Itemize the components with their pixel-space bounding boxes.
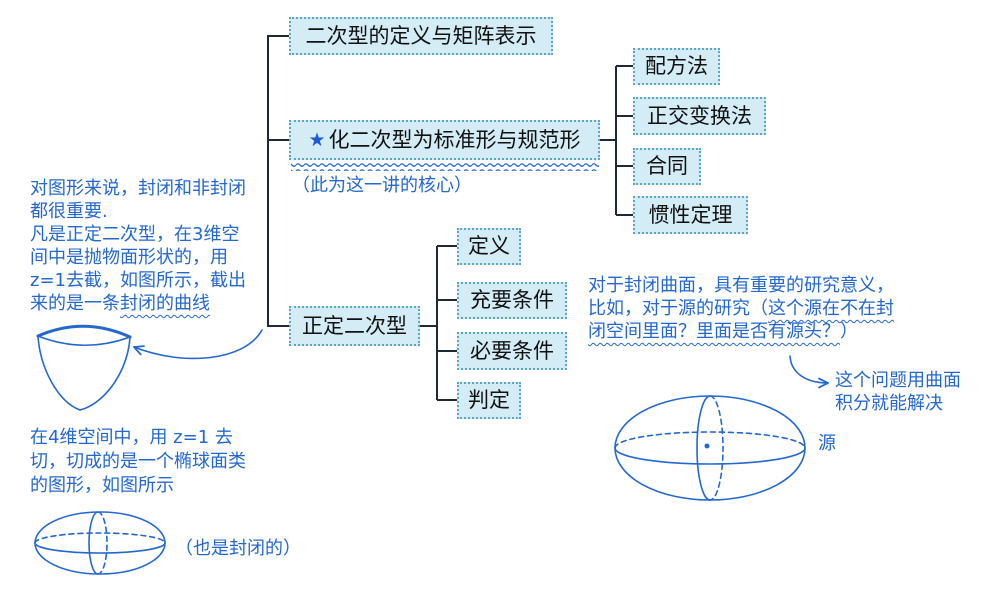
method-label: 惯性定理 [648,202,733,227]
root-trunk-line [267,35,289,327]
wavy-underline-row-2 [291,165,599,171]
topic-positive-definite-box: 正定二次型 [289,306,420,346]
positive-definite-item-box: 定义 [457,228,521,265]
core-wavy-underline [291,161,599,171]
note-text: 来的是一条 [30,293,120,314]
note-line: 这个问题用曲面 [835,370,961,391]
topic-definition-box: 二次型的定义与矩阵表示 [289,17,553,55]
note-line: z=1去截，如图所示，截出 [30,270,246,291]
note-line: 在4维空间中，用 z=1 去 [30,427,233,448]
surface-integral-note: 这个问题用曲面 积分就能解决 [835,369,961,415]
note-line: 来的是一条封闭的曲线 [30,292,246,315]
closed-surface-note: 对于封闭曲面，具有重要的研究意义， 比如，对于源的研究（这个源在不在封 闭空间里… [588,274,894,343]
small-ellipsoid-drawing [34,511,166,575]
small-ellipsoid-equator-back [34,532,166,544]
small-ellipsoid-equator-front [34,542,166,554]
source-point [704,443,710,449]
topic-standard-form-box: ★ 化二次型为标准形与规范形 [289,120,600,160]
paraboloid-pointer-arrow [133,329,263,360]
note-line: 比如，对于源的研究（这个源在不在封 [588,297,894,320]
note-line: 都很重要. [30,201,108,222]
method-box: 正交变换法 [633,97,766,135]
method-box: 配方法 [633,48,720,85]
method-box: 惯性定理 [633,196,748,234]
positive-definite-item-box: 必要条件 [457,332,567,370]
note-emphasis: 封闭的曲线 [120,293,210,314]
large-ellipsoid-meridian-front [696,395,711,501]
ellipsoid-closed-note: （也是封闭的） [175,538,301,559]
topic-definition-label: 二次型的定义与矩阵表示 [305,23,537,48]
positive-definite-item-label: 充要条件 [470,288,554,312]
paraboloid-rim-back [36,324,132,339]
large-ellipsoid-outline [614,395,806,501]
note-emphasis: 闭空间里面？里面是否有源头？ [588,321,840,342]
note-line: 对图形来说，封闭和非封闭 [30,178,246,199]
note-line: 对于封闭曲面，具有重要的研究意义， [588,275,894,296]
large-ellipsoid-meridian-back [709,395,724,501]
positive-definite-item-label: 必要条件 [470,338,554,363]
positive-definite-item-label: 定义 [468,234,510,258]
mindmap-connectors [267,35,633,401]
small-ellipsoid-meridian-front [88,511,99,575]
star-icon: ★ [308,128,326,151]
ellipsoid-note: 在4维空间中，用 z=1 去 切，切成的是一个椭球面类 的图形，如图所示 [30,426,246,498]
positive-definite-item-label: 判定 [468,388,510,412]
note-line: 的图形，如图所示 [30,475,174,496]
paraboloid-drawing [36,324,132,411]
topic-standard-form-label: 化二次型为标准形与规范形 [328,127,581,152]
topic-positive-definite-label: 正定二次型 [302,313,407,338]
method-label: 合同 [646,154,688,178]
small-ellipsoid-outline [34,511,166,575]
items-trunk-line [420,246,438,400]
large-ellipsoid-equator-back [614,431,806,449]
note-text: 比如，对于源的研究（ [588,298,768,319]
small-ellipsoid-meridian-back [97,511,108,575]
paraboloid-note: 对图形来说，封闭和非封闭 都很重要. 凡是正定二次型，在3维空 间中是抛物面形状… [30,177,246,315]
wavy-underline-row-1 [291,161,599,167]
paraboloid-rim-front [37,335,131,347]
method-label: 配方法 [645,54,708,78]
integral-pointer-arrow [789,355,829,389]
note-line: 凡是正定二次型，在3维空 [30,224,240,245]
positive-definite-item-box: 充要条件 [457,282,567,319]
note-emphasis: 这个源在不在封 [768,298,894,319]
source-label: 源 [818,433,836,454]
method-box: 合同 [633,148,701,185]
large-ellipsoid-equator-front [614,447,806,465]
note-tail: ） [840,321,858,342]
note-line: 切，切成的是一个椭球面类 [30,451,246,472]
positive-definite-item-box: 判定 [457,382,521,419]
note-line: 闭空间里面？里面是否有源头？） [588,320,894,343]
methods-trunk-line [600,66,617,215]
large-ellipsoid-drawing [614,395,806,501]
note-line: 积分就能解决 [835,393,943,414]
method-label: 正交变换法 [647,103,752,128]
core-note: （此为这一讲的核心） [292,175,472,196]
note-line: 间中是抛物面形状的，用 [30,247,228,268]
paraboloid-left-wall [37,335,81,411]
paraboloid-right-wall [79,336,131,411]
